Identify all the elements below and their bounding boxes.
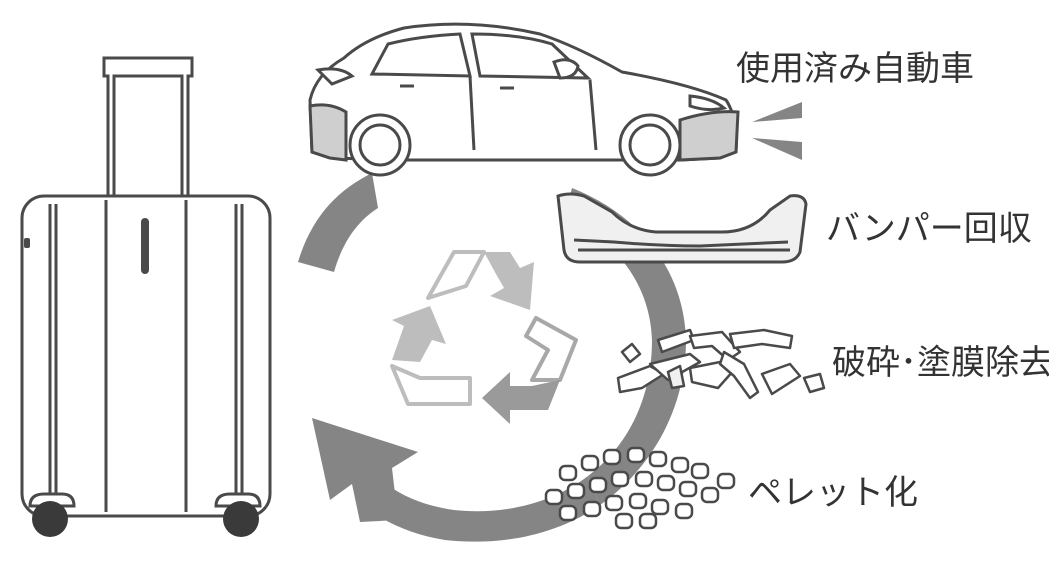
- suitcase-icon: [20, 56, 272, 518]
- pellet: [650, 498, 670, 516]
- cycle-arrow-right-arc: [564, 188, 686, 505]
- pellet: [566, 482, 586, 500]
- pellet: [678, 480, 698, 498]
- suitcase-body: [20, 194, 272, 518]
- pellet: [634, 470, 654, 488]
- pellet: [700, 486, 720, 504]
- pellet: [558, 504, 578, 522]
- recycle-top-right-arrow: [484, 252, 534, 310]
- step-label-bumper: バンパー回収: [826, 209, 1032, 249]
- pellet: [628, 492, 648, 510]
- cycle-arrow-head: [312, 418, 418, 522]
- pellet: [602, 448, 622, 466]
- pellet: [690, 462, 710, 480]
- pellet: [716, 472, 736, 490]
- pellet: [614, 512, 634, 530]
- recycle-bottom-right-arrow: [482, 372, 560, 424]
- recycle-bottom-left-chevron: [390, 364, 472, 406]
- suitcase-handle: [102, 56, 194, 200]
- pellet: [626, 446, 646, 464]
- crushed-pieces-icon: [616, 328, 826, 400]
- suitcase-wheels: [32, 501, 259, 537]
- cycle-arrow: [298, 173, 686, 542]
- pellet: [638, 512, 658, 530]
- pellet: [674, 502, 694, 520]
- pellet: [670, 456, 690, 474]
- bumper-shape: [556, 192, 808, 264]
- pellet: [648, 450, 668, 468]
- recycle-right-chevron: [524, 316, 578, 382]
- pellet: [610, 470, 630, 488]
- pellet: [604, 494, 624, 512]
- cycle-arrow-bottom-arc: [378, 476, 600, 542]
- pellets-icon: [544, 446, 736, 530]
- recycle-top-chevron: [426, 250, 486, 300]
- step-label-pellet: ペレット化: [748, 473, 918, 513]
- emphasis-marks: [752, 102, 802, 160]
- pellet: [588, 476, 608, 494]
- pellet: [582, 500, 602, 518]
- pellet: [656, 474, 676, 492]
- recycle-left-arrow: [392, 306, 446, 362]
- cycle-arrow-upper-arc: [298, 173, 378, 272]
- recycle-icon: [390, 250, 578, 424]
- step-label-crush: 破砕･塗膜除去: [832, 343, 1049, 383]
- car-icon: [308, 22, 740, 177]
- step-label-used-car: 使用済み自動車: [736, 49, 974, 89]
- pellet: [544, 488, 564, 506]
- bumper-icon: [556, 192, 808, 264]
- pellet: [580, 454, 600, 472]
- pellet: [558, 464, 578, 482]
